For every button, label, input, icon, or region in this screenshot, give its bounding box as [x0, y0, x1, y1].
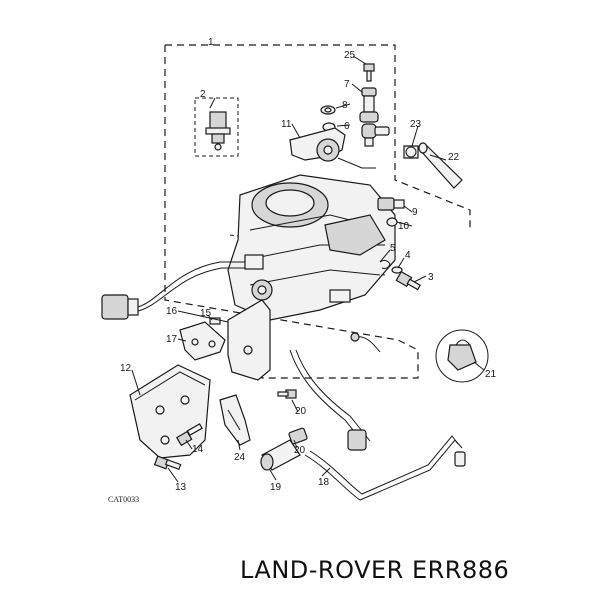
callout-20-upper: 20 — [295, 406, 307, 417]
callout-10: 10 — [398, 221, 410, 232]
callout-8: 8 — [342, 100, 348, 111]
callout-15: 15 — [200, 308, 212, 319]
callout-16: 16 — [166, 306, 178, 317]
figure-code: CAT0033 — [108, 495, 139, 504]
bolt-14 — [175, 423, 203, 447]
screw-25 — [363, 63, 375, 82]
valve-7 — [359, 87, 379, 123]
sensor-wire — [350, 332, 381, 353]
callout-24: 24 — [234, 452, 246, 463]
bracket-24 — [219, 394, 251, 446]
callout-7: 7 — [344, 79, 350, 90]
callout-1: 1 — [208, 37, 214, 48]
bolt-20-upper — [277, 389, 297, 399]
callout-21: 21 — [485, 369, 497, 380]
part-label: LAND-ROVER ERR886 — [240, 556, 510, 584]
callout-3: 3 — [428, 272, 434, 283]
washer-8 — [320, 105, 336, 115]
callout-22: 22 — [448, 152, 460, 163]
callout-13: 13 — [175, 482, 187, 493]
callout-17: 17 — [166, 334, 178, 345]
callout-19: 19 — [270, 482, 282, 493]
fitting-10 — [386, 217, 398, 227]
clip-5 — [379, 259, 391, 269]
callout-9: 9 — [412, 207, 418, 218]
bolt-20-lower — [288, 427, 308, 445]
callout-4: 4 — [405, 250, 411, 261]
bracket-17 — [179, 321, 226, 361]
callout-12: 12 — [120, 363, 132, 374]
callout-20-lower: 20 — [294, 445, 306, 456]
bolt-13 — [153, 455, 182, 471]
callout-25: 25 — [344, 50, 356, 61]
hose-clip-23 — [403, 145, 419, 159]
sensor-part-2 — [205, 111, 231, 151]
callout-14: 14 — [192, 444, 204, 455]
screw-15 — [209, 317, 221, 325]
hose-22 — [418, 142, 463, 189]
callout-2: 2 — [200, 89, 206, 100]
banjo-fitting — [361, 123, 390, 147]
washer-4 — [391, 266, 403, 274]
throttle-lever-11 — [289, 127, 376, 169]
pipe-18 — [289, 349, 466, 501]
callout-5: 5 — [390, 243, 396, 254]
bolt-3 — [395, 270, 422, 291]
assembly-boundary-1 — [164, 44, 471, 379]
bracket-16 — [227, 299, 271, 381]
callout-6: 6 — [344, 121, 350, 132]
leader-lines — [131, 55, 485, 483]
wiring-connector — [101, 261, 245, 320]
sensor-box-2 — [194, 97, 239, 157]
injection-pump-body — [227, 174, 396, 321]
detail-circle-21 — [435, 329, 489, 383]
callout-11: 11 — [281, 119, 292, 130]
callout-18: 18 — [318, 477, 330, 488]
callout-23: 23 — [410, 119, 422, 130]
fitting-19 — [260, 439, 301, 471]
fitting-9 — [377, 197, 405, 211]
